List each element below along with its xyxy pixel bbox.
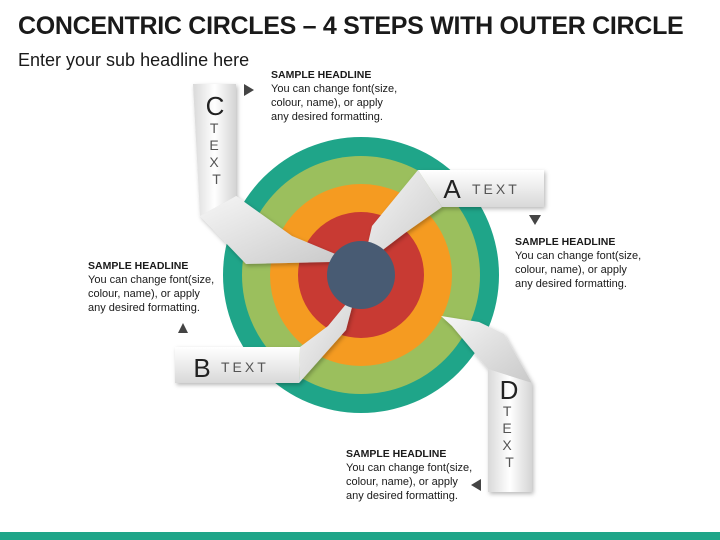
text-block-top-line-2: colour, name), or apply <box>271 97 383 109</box>
label-c-letter: C <box>206 91 225 121</box>
text-block-bottom-line-3: any desired formatting. <box>346 490 458 502</box>
text-block-bottom-line-1: You can change font(size, <box>346 462 473 474</box>
page-subtitle: Enter your sub headline here <box>18 50 250 70</box>
text-block-right-line-2: colour, name), or apply <box>515 264 627 276</box>
text-block-bottom: SAMPLE HEADLINE You can change font(size… <box>346 447 516 503</box>
text-block-left-line-2: colour, name), or apply <box>88 288 200 300</box>
ribbon-d-tail <box>441 316 532 383</box>
label-a-text: TEXT <box>472 181 520 197</box>
ribbon-c <box>193 84 345 264</box>
ribbon-b-strip <box>175 347 300 383</box>
text-block-left: SAMPLE HEADLINE You can change font(size… <box>88 259 258 315</box>
ribbon-a <box>363 170 544 265</box>
label-b-text: TEXT <box>221 359 269 375</box>
ribbon-c-strip <box>193 84 236 216</box>
text-block-bottom-line-2: colour, name), or apply <box>346 476 458 488</box>
text-block-right-line-1: You can change font(size, <box>515 250 642 262</box>
label-d-text: T E X T <box>502 403 517 470</box>
label-c-text-3: X <box>209 154 219 170</box>
center-circle <box>327 241 395 309</box>
ribbon-b <box>175 292 356 383</box>
ribbon-a-tail <box>363 170 442 265</box>
label-c-text: T E X T <box>209 120 224 187</box>
text-block-bottom-headline: SAMPLE HEADLINE <box>346 448 447 460</box>
arrow-down-icon <box>529 215 541 225</box>
text-block-top-headline: SAMPLE HEADLINE <box>271 69 372 81</box>
label-d-letter: D <box>500 375 519 405</box>
label-d-text-3: X <box>502 437 512 453</box>
text-block-right-line-3: any desired formatting. <box>515 278 627 290</box>
text-block-right: SAMPLE HEADLINE You can change font(size… <box>515 235 685 291</box>
text-block-right-headline: SAMPLE HEADLINE <box>515 236 616 248</box>
ribbon-c-tail <box>200 196 345 264</box>
label-d-text-2: E <box>502 420 512 436</box>
ribbon-d <box>441 316 532 492</box>
label-d-text-1: T <box>503 403 512 419</box>
arrow-up-icon <box>178 323 188 333</box>
ribbon-a-strip <box>418 170 544 207</box>
text-block-top: SAMPLE HEADLINE You can change font(size… <box>271 68 441 124</box>
arrow-right-icon <box>244 84 254 96</box>
ribbon-b-tail <box>299 292 356 383</box>
label-c-text-4: T <box>212 171 222 187</box>
text-block-left-headline: SAMPLE HEADLINE <box>88 260 189 272</box>
label-b-letter: B <box>193 353 210 383</box>
label-a-letter: A <box>443 174 461 204</box>
label-d-text-4: T <box>505 454 515 470</box>
arrow-left-icon <box>471 479 481 491</box>
ribbon-d-strip <box>488 369 532 492</box>
text-block-top-line-1: You can change font(size, <box>271 83 398 95</box>
bottom-accent-bar <box>0 532 720 540</box>
text-block-top-line-3: any desired formatting. <box>271 111 383 123</box>
label-c-text-1: T <box>210 120 219 136</box>
text-block-left-line-1: You can change font(size, <box>88 274 215 286</box>
label-c-text-2: E <box>209 137 219 153</box>
text-block-left-line-3: any desired formatting. <box>88 302 200 314</box>
page-title: CONCENTRIC CIRCLES – 4 STEPS WITH OUTER … <box>18 12 684 40</box>
